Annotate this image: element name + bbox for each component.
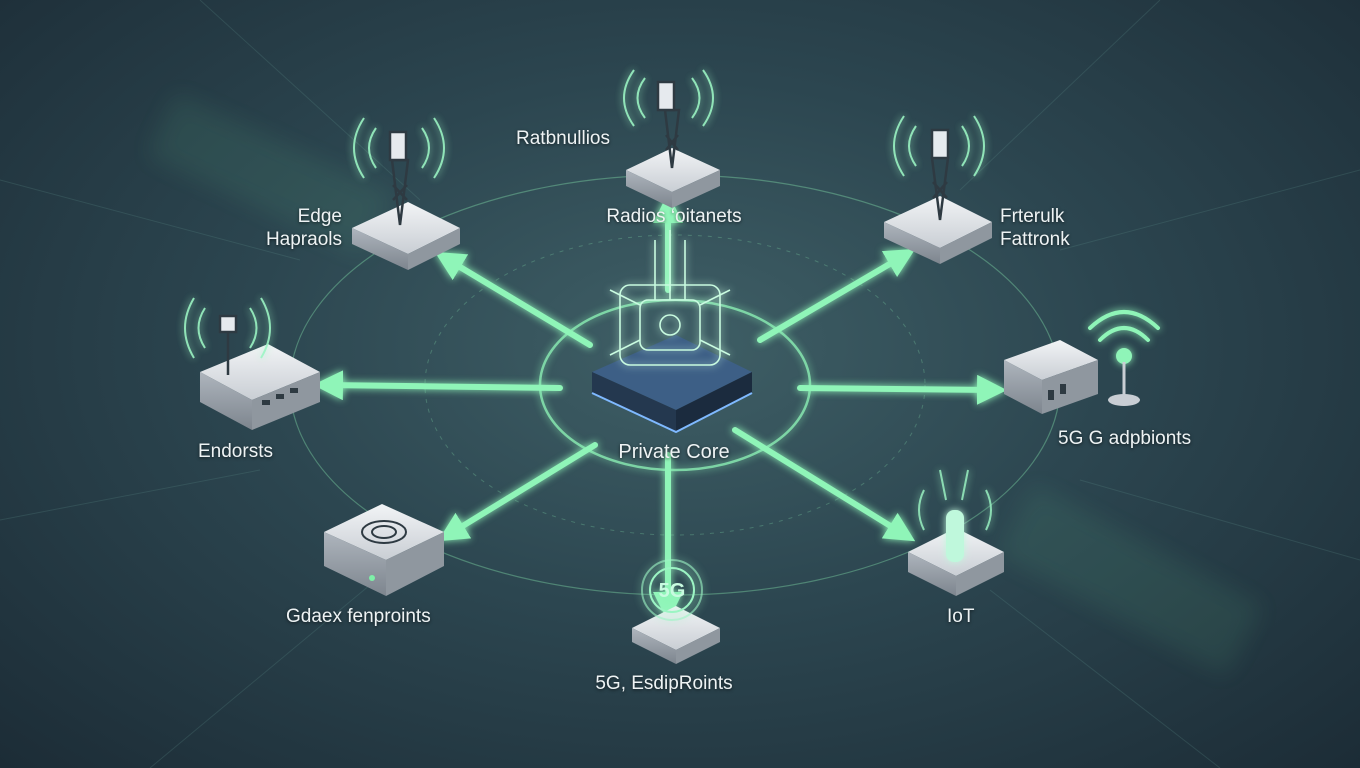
bottom-left-box-device — [324, 504, 444, 596]
node-label-top-right: Frterulk Fattronk — [1000, 206, 1070, 250]
node-label-top-left: Edge Hapraols — [265, 206, 342, 250]
node-label-top: Ratbnullios — [516, 128, 610, 149]
background-glow-bands — [146, 92, 1264, 677]
private-core-server — [591, 230, 753, 434]
link-top-right — [757, 248, 916, 343]
node-label-bottom: 5G, EsdipRoints — [595, 673, 733, 694]
node-label-right: 5G G adpbionts — [1058, 428, 1192, 449]
top-tower-device — [623, 69, 720, 208]
left-router-device — [184, 297, 320, 430]
link-left — [313, 370, 563, 401]
top-right-tower-device — [884, 115, 992, 264]
node-label-bottom-right: IoT — [947, 606, 975, 627]
link-right — [797, 374, 1007, 405]
node-label-bottom-left: Gdaex fenproints — [286, 606, 431, 627]
bottom-5g-device: 5G — [632, 559, 720, 664]
link-bottom-right — [732, 427, 916, 542]
signal-ring-icon — [361, 520, 407, 544]
server-chip-icon — [609, 230, 731, 366]
top-left-tower-device — [352, 117, 460, 270]
5g-glyph: 5G — [659, 580, 686, 602]
link-bottom-left — [437, 442, 598, 542]
node-label-top-sub: Radios ‘oitanets — [606, 206, 742, 227]
connection-links — [313, 193, 1007, 622]
router-icon — [1048, 384, 1066, 400]
cell-tower-icon — [388, 130, 410, 226]
cell-tower-icon — [656, 80, 681, 169]
link-top-left — [434, 251, 593, 348]
bottom-right-iot-device — [908, 469, 1004, 596]
router-icon — [262, 388, 298, 405]
right-router-device — [1004, 310, 1160, 414]
center-label: Private Core — [618, 441, 730, 463]
iot-sensor-icon — [946, 510, 964, 562]
cell-tower-icon — [930, 128, 950, 221]
wifi-icon — [1088, 310, 1160, 364]
cell-tower-icon — [218, 314, 238, 375]
node-label-left: Endorsts — [198, 441, 273, 462]
5g-icon — [641, 559, 703, 621]
